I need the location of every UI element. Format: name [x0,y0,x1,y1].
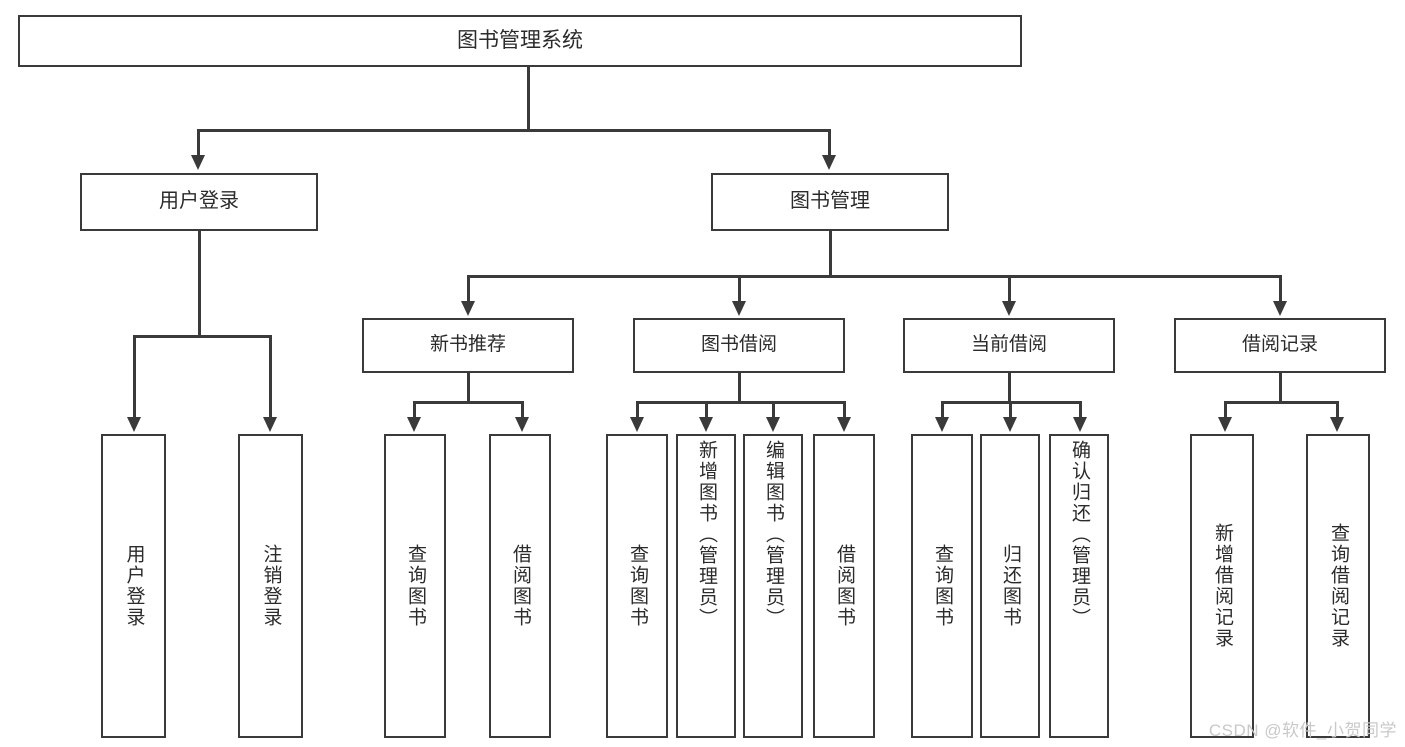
leaf-add-book-admin[interactable]: 新增图书（管理员） [676,434,736,738]
leaf-query-book-newbook[interactable]: 查询图书 [384,434,446,738]
arrow-bookborrow-leaf-1 [630,417,644,432]
leaf-confirm-return-admin[interactable]: 确认归还（管理员） [1049,434,1109,738]
node-user-login[interactable]: 用户登录 [80,173,318,231]
arrow-bookborrow-leaf-2 [699,417,713,432]
edge-currentborrow-drop-1 [941,401,944,419]
edge-root-bus [197,129,830,132]
edge-bookborrow-drop-4 [843,401,846,419]
leaf-label: 编辑图书（管理员） [762,440,784,629]
node-root-system[interactable]: 图书管理系统 [18,15,1022,67]
edge-bookborrow-bus [636,401,845,404]
edge-borrowrecord-drop-1 [1224,401,1227,419]
leaf-add-borrow-record[interactable]: 新增借阅记录 [1190,434,1254,738]
leaf-label: 归还图书 [999,544,1021,628]
node-book-borrow[interactable]: 图书借阅 [633,318,845,373]
edge-bookborrow-stem [738,373,741,401]
node-label: 当前借阅 [970,334,1047,356]
leaf-query-borrow-record[interactable]: 查询借阅记录 [1306,434,1370,738]
arrow-to-leaf-user-login [127,417,141,432]
edge-newbook-bus [413,401,523,404]
node-borrow-record[interactable]: 借阅记录 [1174,318,1386,373]
leaf-borrow-book-newbook[interactable]: 借阅图书 [489,434,551,738]
leaf-query-book-current[interactable]: 查询图书 [911,434,973,738]
arrow-borrowrecord-leaf-2 [1330,417,1344,432]
leaf-label: 新增借阅记录 [1211,523,1233,649]
node-label: 图书管理 [790,190,870,213]
edge-user-bus [133,335,270,338]
edge-newbook-stem [467,373,470,401]
edge-user-drop-1 [133,335,136,419]
arrow-to-leaf-logout [263,417,277,432]
edge-borrowrecord-drop-2 [1336,401,1339,419]
node-book-management[interactable]: 图书管理 [711,173,949,231]
leaf-label: 查询借阅记录 [1327,523,1349,649]
node-label: 用户登录 [159,190,239,213]
edge-currentborrow-drop-2 [1009,401,1012,419]
arrow-currentborrow-leaf-3 [1073,417,1087,432]
edge-root-stem [527,67,530,129]
arrow-bookborrow-leaf-3 [766,417,780,432]
edge-bookborrow-drop-1 [636,401,639,419]
node-label: 图书借阅 [700,334,777,356]
leaf-label: 用户登录 [123,544,145,628]
edge-root-drop-user [197,129,200,157]
node-label: 图书管理系统 [457,28,583,52]
leaf-label: 借阅图书 [833,544,855,628]
edge-borrowrecord-bus [1224,401,1338,404]
edge-bookmgmt-drop-1 [467,275,470,303]
arrow-newbook-leaf-2 [515,417,529,432]
edge-bookborrow-drop-3 [772,401,775,419]
arrow-to-user-login [191,155,205,170]
edge-user-stem [198,231,201,335]
leaf-logout[interactable]: 注销登录 [238,434,303,738]
arrow-to-book-borrow [732,301,746,316]
arrow-to-borrow-record [1273,301,1287,316]
edge-root-drop-book [828,129,831,157]
leaf-label: 查询图书 [404,544,426,628]
leaf-user-login[interactable]: 用户登录 [101,434,166,738]
arrow-newbook-leaf-1 [407,417,421,432]
leaf-edit-book-admin[interactable]: 编辑图书（管理员） [743,434,803,738]
node-current-borrow[interactable]: 当前借阅 [903,318,1115,373]
edge-newbook-drop-2 [521,401,524,419]
edge-currentborrow-drop-3 [1079,401,1082,419]
edge-bookborrow-drop-2 [705,401,708,419]
node-label: 新书推荐 [429,334,506,356]
leaf-label: 借阅图书 [509,544,531,628]
leaf-label: 确认归还（管理员） [1068,440,1090,629]
leaf-return-book[interactable]: 归还图书 [980,434,1040,738]
edge-bookmgmt-drop-3 [1008,275,1011,303]
arrow-bookborrow-leaf-4 [837,417,851,432]
leaf-query-book-borrow[interactable]: 查询图书 [606,434,668,738]
arrow-currentborrow-leaf-1 [935,417,949,432]
edge-borrowrecord-stem [1279,373,1282,401]
leaf-label: 注销登录 [260,544,282,628]
node-new-book-recommend[interactable]: 新书推荐 [362,318,574,373]
edge-bookmgmt-drop-4 [1279,275,1282,303]
arrow-currentborrow-leaf-2 [1003,417,1017,432]
csdn-watermark: CSDN @软件_小贺同学 [1208,721,1397,740]
arrow-to-current-borrow [1002,301,1016,316]
edge-bookmgmt-stem [829,231,832,275]
edge-currentborrow-stem [1008,373,1011,401]
leaf-label: 查询图书 [931,544,953,628]
leaf-label: 查询图书 [626,544,648,628]
arrow-to-book-manage [822,155,836,170]
edge-newbook-drop-1 [413,401,416,419]
arrow-to-new-book-rec [461,301,475,316]
leaf-label: 新增图书（管理员） [695,440,717,629]
edge-bookmgmt-drop-2 [738,275,741,303]
node-label: 借阅记录 [1241,334,1318,356]
arrow-borrowrecord-leaf-1 [1218,417,1232,432]
edge-bookmgmt-bus [467,275,1279,278]
edge-user-drop-2 [269,335,272,419]
leaf-borrow-book[interactable]: 借阅图书 [813,434,875,738]
